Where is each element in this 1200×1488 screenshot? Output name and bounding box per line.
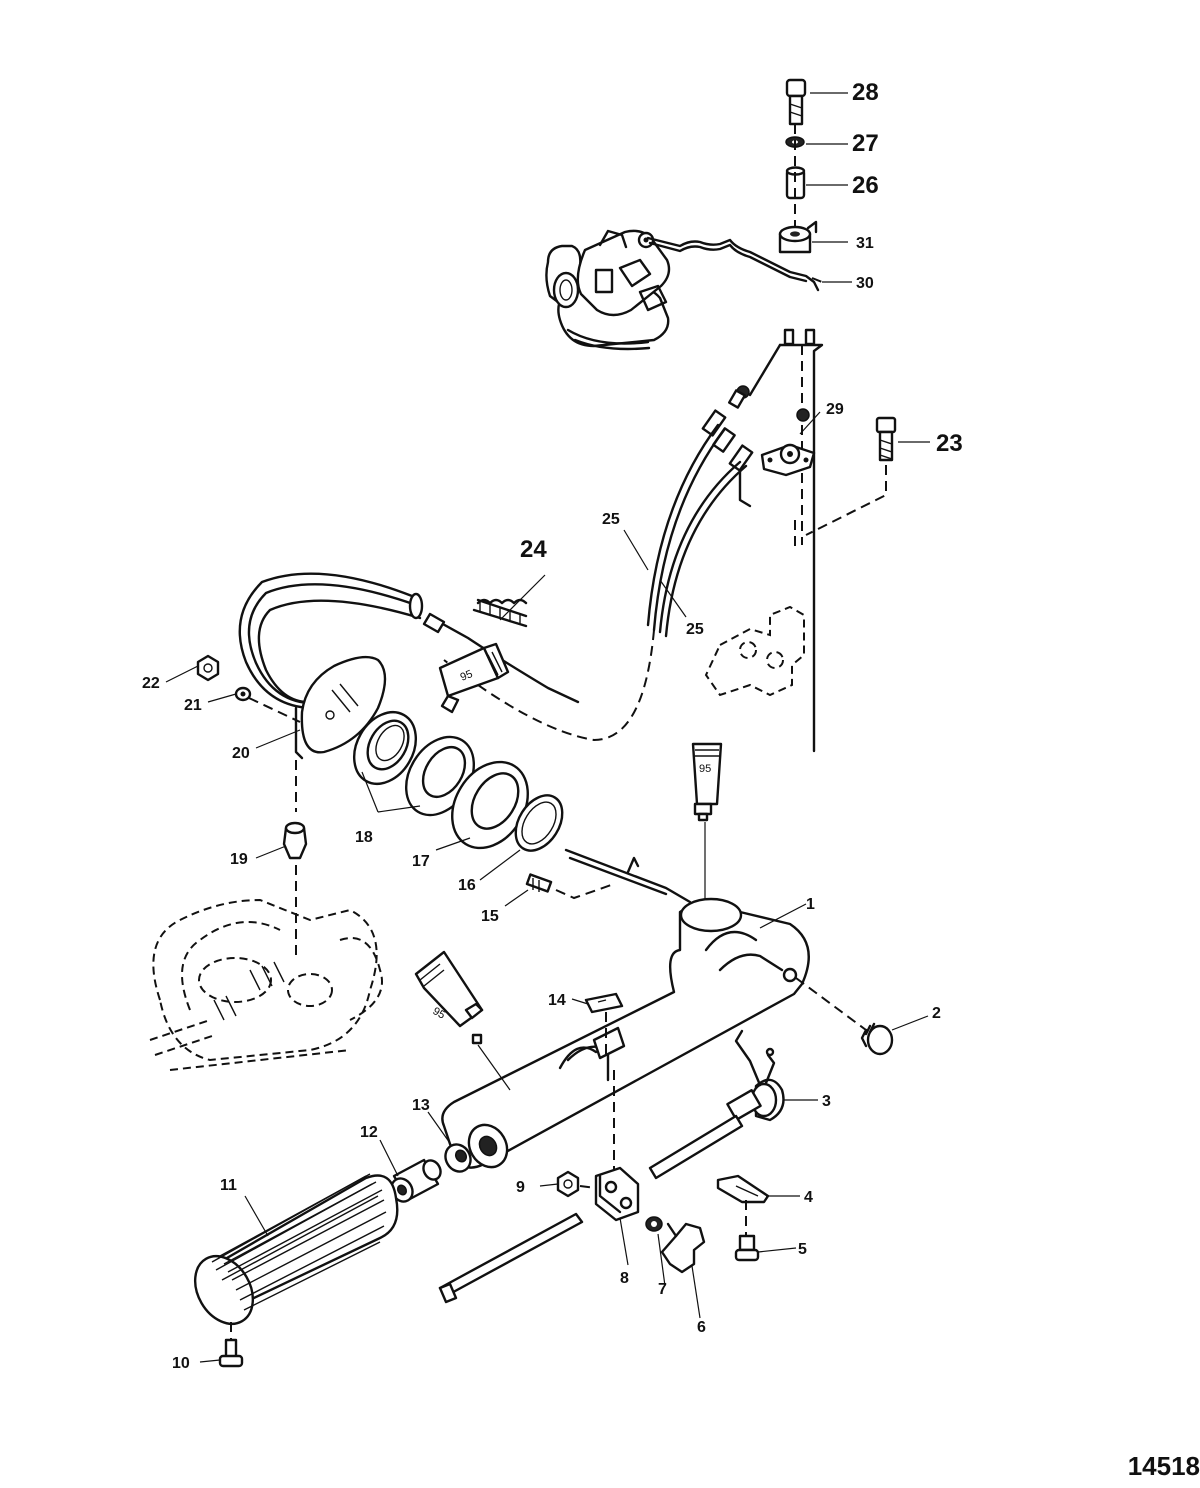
callout-29: 29 (826, 401, 844, 418)
callout-11: 11 (220, 1177, 237, 1194)
drawing-number: 14518 (1127, 1451, 1200, 1481)
throttle-cables-25 (443, 423, 748, 742)
nut-22 (196, 654, 220, 682)
callout-19: 19 (230, 851, 248, 868)
callout-17: 17 (412, 853, 430, 870)
screw-15 (525, 873, 553, 893)
washer-7 (645, 1216, 663, 1232)
callout-7: 7 (658, 1281, 667, 1298)
cable-loop (238, 572, 580, 710)
plate-20 (294, 655, 387, 760)
callout-15: 15 (481, 908, 499, 925)
callout-25a: 25 (602, 511, 620, 528)
bolt-28 (785, 78, 807, 126)
leader-lines (165, 92, 930, 1363)
tube-label-lower: 95 (431, 1005, 448, 1022)
nut-9 (556, 1170, 580, 1198)
cable-fittings (701, 385, 810, 472)
carburetor (545, 229, 671, 351)
pivot-29 (760, 443, 816, 477)
washer-21 (234, 686, 252, 702)
friction-rod (438, 1212, 584, 1304)
link-31 (778, 220, 818, 254)
plug-19 (282, 821, 308, 860)
callout-20: 20 (232, 745, 250, 762)
handle-grip-11 (193, 1173, 399, 1325)
callout-3: 3 (822, 1093, 831, 1110)
callout-21: 21 (184, 697, 202, 714)
callout-12: 12 (360, 1124, 378, 1141)
callouts: 28 27 26 31 30 29 23 24 25 25 22 21 20 1… (142, 79, 963, 1372)
clip-14 (584, 992, 624, 1014)
friction-block-8 (594, 1166, 640, 1222)
callout-28: 28 (852, 79, 879, 106)
callout-14: 14 (548, 992, 566, 1009)
lever-4 (716, 1174, 770, 1204)
callout-13: 13 (412, 1097, 430, 1114)
callout-18: 18 (355, 829, 373, 846)
throttle-shaft-3 (648, 1029, 785, 1180)
tube-label-right: 95 (699, 763, 711, 775)
seal-18a (352, 711, 418, 785)
tiller-arm-1 (441, 897, 810, 1169)
callout-5: 5 (798, 1241, 807, 1258)
callout-2: 2 (932, 1005, 941, 1022)
phantom-bracket (704, 605, 805, 697)
callout-30: 30 (856, 275, 874, 292)
callout-27: 27 (852, 130, 879, 157)
callout-10: 10 (172, 1355, 190, 1372)
callout-9: 9 (516, 1179, 525, 1196)
callout-24: 24 (520, 536, 547, 563)
callout-8: 8 (620, 1270, 629, 1287)
bushing-13 (444, 1143, 472, 1173)
phantom-housing (149, 898, 383, 1071)
spring-24 (472, 598, 528, 628)
bolt-23 (875, 416, 897, 462)
tube-label-upper: 95 (459, 668, 475, 684)
callout-26: 26 (852, 172, 879, 199)
seal-16 (514, 794, 564, 852)
callout-23: 23 (936, 430, 963, 457)
callout-6: 6 (697, 1319, 706, 1336)
screw-10 (218, 1338, 244, 1368)
cable-bracket (738, 328, 824, 753)
lubricant-tube-right: 95 (691, 742, 723, 822)
knob-6 (660, 1222, 706, 1274)
callout-25b: 25 (686, 621, 704, 638)
lubricant-tube-lower: 95 (414, 950, 484, 1045)
cap-2 (860, 1022, 894, 1056)
callout-16: 16 (458, 877, 476, 894)
screw-5 (734, 1234, 760, 1262)
seal-17 (451, 760, 529, 850)
callout-1: 1 (806, 896, 815, 913)
callout-22: 22 (142, 675, 160, 692)
callout-31: 31 (856, 235, 874, 252)
lubricant-tube-upper: 95 (438, 642, 510, 714)
callout-4: 4 (804, 1189, 813, 1206)
